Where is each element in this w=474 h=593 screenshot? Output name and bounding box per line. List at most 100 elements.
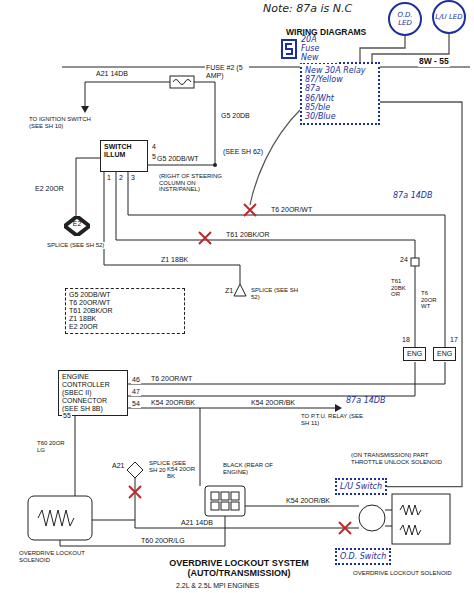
cross-mark <box>199 232 211 244</box>
solenoid-coil <box>38 510 74 526</box>
splice-symbol <box>127 462 143 478</box>
wire-label: K54 20OR/BK <box>250 399 296 407</box>
od-lockout-solenoid <box>28 496 92 540</box>
wire-label: Z1 <box>224 287 234 295</box>
wire-label: A21 14DB <box>180 519 214 527</box>
switch-box: SWITCHILLUM <box>100 140 148 172</box>
connector-box: ENG <box>403 347 426 361</box>
node-text: ENG <box>437 350 452 358</box>
fuse-link <box>173 80 191 85</box>
fuse-symbol <box>170 76 194 88</box>
node-text: 85/ble <box>305 103 375 112</box>
connector-box: ENG <box>433 347 456 361</box>
wire-label: 2 <box>118 174 124 182</box>
node-text: 87/Yellow <box>305 75 375 84</box>
cross-mark <box>129 486 141 498</box>
node-text: 86/Wht <box>305 94 375 103</box>
t60-wire <box>75 410 76 496</box>
t60-lower-wire <box>60 516 225 546</box>
wire-label: 47 <box>131 388 141 396</box>
connector-cavity <box>211 502 219 510</box>
switch-note-box: O.D. Switch <box>335 548 391 565</box>
node-text: T6 20OR/WT <box>69 299 181 307</box>
e2-wire <box>76 158 100 216</box>
connector-inset-box: G5 20DB/WTT6 20OR/WTT61 20BK/ORZ1 18BKE2… <box>65 288 185 334</box>
k54-drop-wire <box>200 408 201 486</box>
relay-box: New 30A Relay87/Yellow87a86/Wht85/ble30/… <box>300 62 380 125</box>
wire-label: (ON TRANSMISSION) PART THROTTLE UNLOCK S… <box>350 452 447 465</box>
node-text: L/U Switch <box>340 482 382 491</box>
wire-label: 17 <box>449 336 459 344</box>
wire-label: (RIGHT OF STEERING COLUMN ON INSTR/PANEL… <box>158 173 230 193</box>
connector-leads <box>385 510 392 526</box>
wire-label: T60 20OR/LG <box>140 537 186 545</box>
wire-label: SPLICE (SEE SH 52) <box>250 287 300 300</box>
wire-label: 46 <box>131 376 141 384</box>
wire-label: 3 <box>130 174 136 182</box>
connector-24 <box>411 258 419 266</box>
wire-label: K54 20OR/BK <box>150 399 196 407</box>
node-text: ILLUM <box>104 151 144 159</box>
wire-label: T6 20OR/WT <box>150 375 193 383</box>
fuse-mark <box>286 44 292 54</box>
wire-label: 1 <box>106 174 112 182</box>
solenoid-coil <box>400 505 421 535</box>
led-circle: L/U LED <box>432 0 466 34</box>
g5-wire <box>194 82 215 165</box>
connector-cavity <box>221 502 229 510</box>
node-text: 87a <box>305 84 375 93</box>
wire-label: A21 <box>111 462 125 470</box>
wire-label: T61 20BK OR <box>390 278 414 298</box>
wire-label: 55 <box>62 412 72 420</box>
connector-cavity <box>231 502 239 510</box>
wire-label: FUSE #2 (5 AMP) <box>205 64 249 80</box>
wire-label: 87a 14DB <box>392 192 433 201</box>
arrowhead <box>335 404 342 412</box>
wire-label: G5 20DB/WT <box>156 155 200 163</box>
a21-wire <box>85 82 170 106</box>
hand-wire <box>380 102 462 487</box>
wire-label: K54 20OR BK <box>166 466 198 479</box>
splice-diamond: E2 <box>64 216 90 236</box>
transmission-connector <box>359 505 385 531</box>
wire-label: (SEE SH 62) <box>222 148 264 156</box>
cross-mark <box>244 204 256 216</box>
splice-dot <box>213 163 217 167</box>
transmission-solenoids <box>392 494 450 544</box>
arrowhead <box>81 106 89 113</box>
node-text: G5 20DB/WT <box>69 291 181 299</box>
wire-label: 8W - 55 <box>418 57 450 67</box>
hand-wire <box>250 110 300 205</box>
wire-label: 5 <box>151 153 157 161</box>
wire-label: 24 <box>399 256 409 264</box>
fuse-mark <box>282 40 296 58</box>
node-text: Z1 18BK <box>69 315 181 323</box>
wire-label: 20A Fuse New <box>300 36 338 63</box>
node-text: O.D. LED <box>391 11 419 27</box>
switch-note-box: L/U Switch <box>335 478 387 495</box>
wire-label: 54 <box>131 400 141 408</box>
node-text: ENGINE CONTROLLER (SBEC II) CONNECTOR (S… <box>62 373 124 413</box>
wire-label: BLACK (REAR OF ENGINE) <box>222 462 282 475</box>
engine-controller-box: ENGINE CONTROLLER (SBEC II) CONNECTOR (S… <box>58 370 128 416</box>
wire-label: TO P.T.U. RELAY (SEE SH 11) <box>300 413 364 426</box>
wire-label: A21 14DB <box>95 70 129 78</box>
node-text: SWITCH <box>104 143 144 151</box>
node-text: T61 20BK/OR <box>69 307 181 315</box>
node-text: New 30A Relay <box>305 66 375 75</box>
node-text: ENG <box>407 350 422 358</box>
wire-label: 18 <box>401 336 411 344</box>
node-text: E2 20OR <box>69 323 181 331</box>
connector-cavity <box>221 492 229 500</box>
cross-mark <box>339 522 351 534</box>
a21-lower-wire <box>135 478 359 528</box>
wire-label: K54 20OR/BK <box>285 497 331 505</box>
wire-label: OVERDRIVE LOCKOUT SOLENOID <box>18 550 90 563</box>
led-circle: O.D. LED <box>388 2 422 36</box>
wire-label: SPLICE (SEE SH 52) <box>46 242 108 249</box>
wire-label: 2.2L & 2.5L MPI ENGINES <box>175 582 260 590</box>
diagram-title: OVERDRIVE LOCKOUT SYSTEM (AUTO/TRANSMISS… <box>150 558 328 579</box>
g5-wt-wire <box>148 165 215 166</box>
diamond-shape <box>65 216 90 235</box>
